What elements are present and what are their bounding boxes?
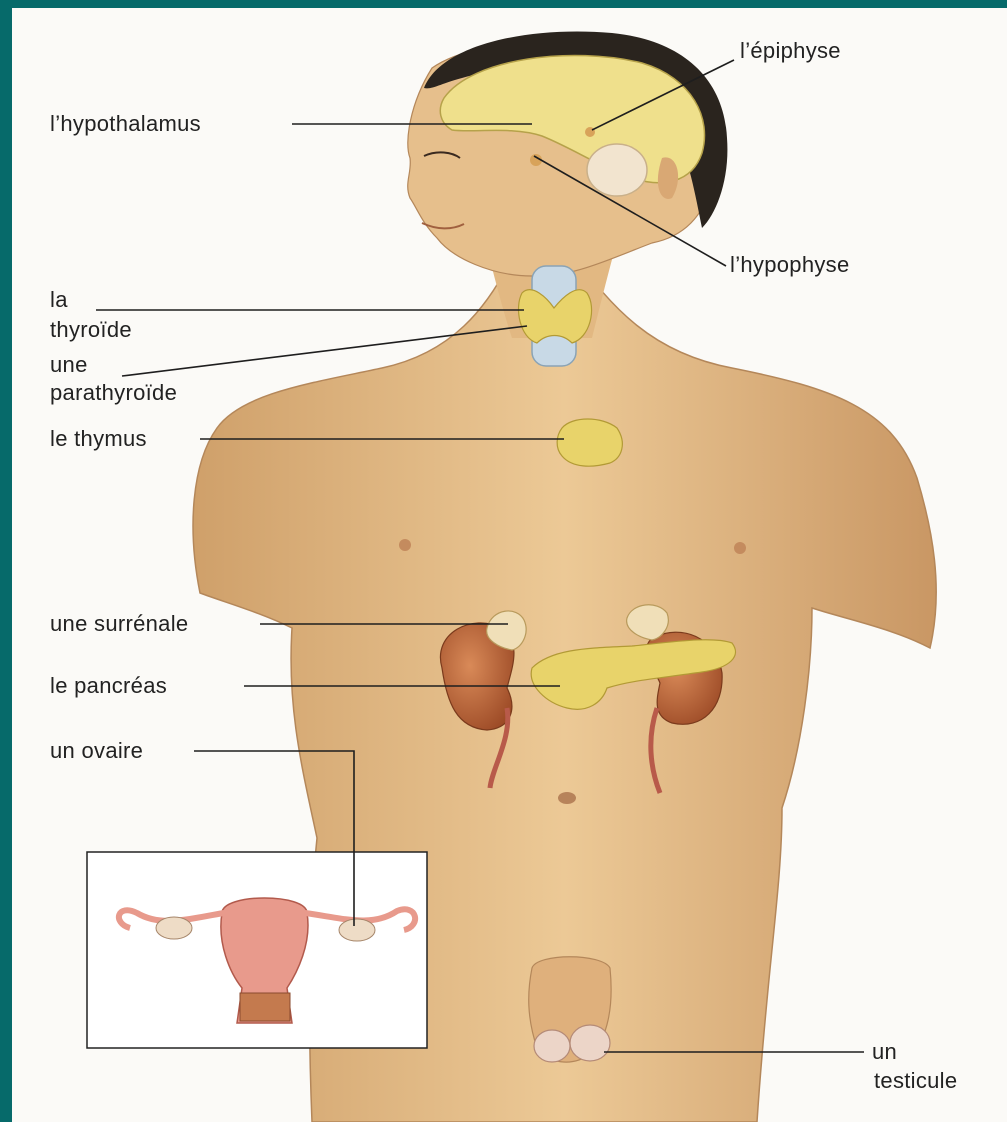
diagram-frame: l’épiphyse l’hypothalamus l’hypophyse la… xyxy=(12,8,1007,1122)
label-pancreas: le pancréas xyxy=(50,673,167,699)
cerebellum xyxy=(587,144,647,196)
label-parathyroide-line1: une xyxy=(50,352,88,378)
endocrine-system-illustration xyxy=(12,8,1007,1122)
label-testicule-line2: testicule xyxy=(874,1068,957,1094)
label-testicule-line1: un xyxy=(872,1039,897,1065)
label-thyroide-line1: la xyxy=(50,287,68,313)
nipple-left xyxy=(399,539,411,551)
label-parathyroide-line2: parathyroïde xyxy=(50,380,177,406)
ovary-right xyxy=(339,919,375,941)
cervix-rings xyxy=(240,993,290,1021)
thymus xyxy=(557,419,622,466)
label-thyroide-line2: thyroïde xyxy=(50,317,132,343)
navel xyxy=(558,792,576,804)
label-ovaire: un ovaire xyxy=(50,738,143,764)
label-hypophyse: l’hypophyse xyxy=(730,252,850,278)
label-surrenale: une surrénale xyxy=(50,611,188,637)
label-epiphyse: l’épiphyse xyxy=(740,38,841,64)
nipple-right xyxy=(734,542,746,554)
testicle xyxy=(570,1025,610,1061)
ovary-left xyxy=(156,917,192,939)
testicle-2 xyxy=(534,1030,570,1062)
label-thymus: le thymus xyxy=(50,426,147,452)
label-hypothalamus: l’hypothalamus xyxy=(50,111,201,137)
